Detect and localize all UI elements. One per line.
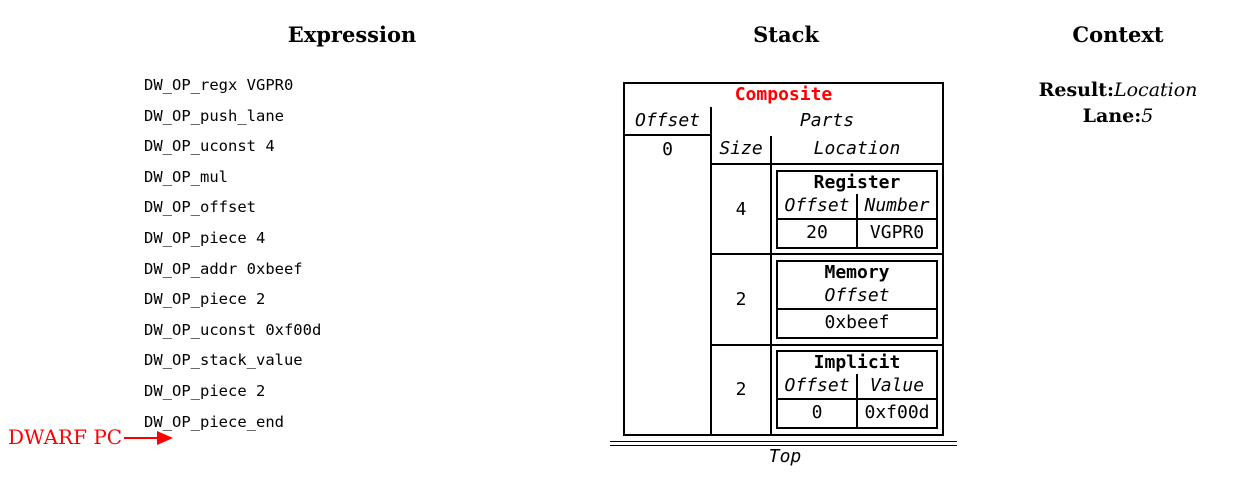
expression-op: DW_OP_uconst 4 <box>144 137 275 156</box>
parts-subheader-row: Size Location <box>712 136 942 165</box>
location-field-value: 0xbeef <box>824 311 890 333</box>
lane-value: 5 <box>1141 105 1154 127</box>
location-column-header: Location <box>813 138 901 159</box>
location-field-value: VGPR0 <box>869 221 925 243</box>
stack-top-separator <box>610 441 957 446</box>
location-field-headers: Offset <box>778 284 936 310</box>
location-field-header: Offset <box>824 284 890 306</box>
context-result-line: Result:Location <box>1039 79 1198 101</box>
expression-op: DW_OP_stack_value <box>144 351 303 370</box>
location-field-header: Offset <box>778 193 858 218</box>
location-kind-title: Memory <box>824 261 890 283</box>
composite-part-row: 2 Implicit Offset Value 0 0xf00d <box>712 345 942 434</box>
part-location-cell: Memory Offset 0xbeef <box>772 255 942 343</box>
context-lane-line: Lane:5 <box>1083 105 1154 127</box>
location-field-header: Offset <box>778 374 858 399</box>
location-box-implicit: Implicit Offset Value 0 0xf00d <box>776 350 938 430</box>
expression-op: DW_OP_addr 0xbeef <box>144 259 303 278</box>
offset-column-header: Offset <box>625 107 710 136</box>
composite-part-row: 4 Register Offset Number 20 VGPR0 <box>712 165 942 256</box>
expression-op: DW_OP_uconst 0xf00d <box>144 320 322 339</box>
part-location-cell: Implicit Offset Value 0 0xf00d <box>772 346 942 434</box>
location-field-values: 0xbeef <box>778 310 936 337</box>
composite-part-row: 2 Memory Offset 0xbeef <box>712 255 942 346</box>
result-value: Location <box>1113 79 1198 101</box>
lane-label: Lane: <box>1082 105 1142 127</box>
location-field-value: 20 <box>778 219 858 247</box>
parts-column-header: Parts <box>799 110 855 131</box>
location-field-values: 20 VGPR0 <box>778 219 936 247</box>
expression-op: DW_OP_offset <box>144 198 256 217</box>
stack-composite-entry: Composite Offset 0 Parts Size Location 4… <box>623 82 944 436</box>
location-box-memory: Memory Offset 0xbeef <box>776 259 938 339</box>
location-field-value: 0 <box>778 400 858 428</box>
expression-op: DW_OP_piece 2 <box>144 290 266 309</box>
expression-op: DW_OP_piece 2 <box>144 381 266 400</box>
dwarf-pc-arrowhead-icon <box>157 430 174 445</box>
location-field-header: Value <box>869 375 925 397</box>
dwarf-pc-arrow-icon <box>124 436 158 439</box>
part-size: 2 <box>712 345 772 434</box>
composite-body: Offset 0 Parts Size Location 4 Register <box>625 107 942 434</box>
composite-offset-column: Offset 0 <box>625 107 712 434</box>
composite-parts-column: Parts Size Location 4 Register Offset Nu… <box>712 107 942 434</box>
location-box-register: Register Offset Number 20 VGPR0 <box>776 169 938 249</box>
part-location-cell: Register Offset Number 20 VGPR0 <box>772 165 942 253</box>
location-field-headers: Offset Value <box>778 374 936 401</box>
expression-column-title: Expression <box>287 22 417 47</box>
expression-op: DW_OP_push_lane <box>144 106 284 125</box>
location-field-values: 0 0xf00d <box>778 400 936 428</box>
location-field-value: 0xf00d <box>864 402 930 424</box>
composite-title: Composite <box>734 84 833 105</box>
expression-op: DW_OP_piece 4 <box>144 228 266 247</box>
expression-op: DW_OP_mul <box>144 167 228 186</box>
dwarf-pc-label: DWARF PC <box>8 425 123 449</box>
location-kind-title: Implicit <box>813 352 901 374</box>
size-column-header: Size <box>712 136 772 163</box>
part-size: 4 <box>712 165 772 254</box>
expression-op-list: DW_OP_regx VGPR0 DW_OP_push_lane DW_OP_u… <box>144 70 321 437</box>
location-field-header: Number <box>864 194 930 216</box>
result-label: Result: <box>1038 79 1114 101</box>
location-kind-title: Register <box>813 171 901 193</box>
stack-column-title: Stack <box>753 22 819 47</box>
part-size: 2 <box>712 255 772 344</box>
dwarf-pc-marker: DWARF PC <box>8 425 174 449</box>
location-field-headers: Offset Number <box>778 193 936 220</box>
expression-op: DW_OP_piece_end <box>144 412 284 431</box>
context-column-title: Context <box>1072 22 1164 47</box>
expression-op: DW_OP_regx VGPR0 <box>144 76 294 94</box>
stack-top-label: Top <box>768 446 802 467</box>
composite-offset-value: 0 <box>662 139 673 160</box>
